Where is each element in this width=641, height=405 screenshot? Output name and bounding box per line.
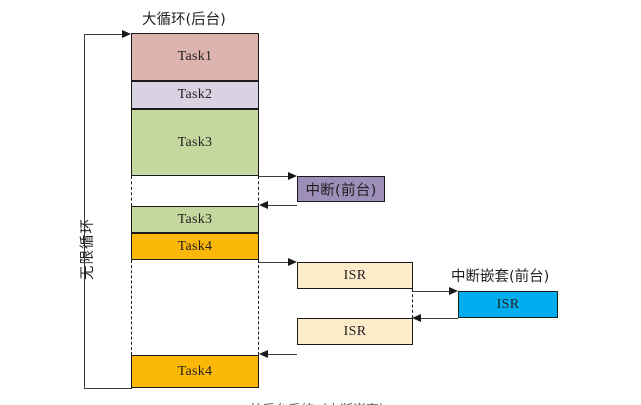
task-box-task4-first[interactable]: Task4 [131, 233, 259, 260]
interrupt-enter-arrowhead [288, 171, 297, 180]
infinite-loop-label: 无限循环 [80, 218, 96, 280]
preempt-gap-1-right-dash [258, 176, 259, 206]
title-nested-interrupt: 中断嵌套(前台) [451, 269, 550, 285]
interrupt-enter-line [259, 176, 292, 177]
preempt-gap-2-right-dash [258, 260, 259, 355]
nested-isr-gap-dash [412, 289, 413, 318]
isr2-return-arrowhead [259, 349, 268, 358]
nested-isr-box[interactable]: ISR [458, 291, 558, 318]
task-box-task1[interactable]: Task1 [131, 33, 259, 81]
isr1-enter-line [259, 262, 292, 263]
task-box-task3-resumed[interactable]: Task3 [131, 206, 259, 233]
interrupt-return-arrowhead [259, 200, 268, 209]
nested-isr-return-arrowhead [412, 313, 421, 322]
interrupt-return-line [264, 205, 297, 206]
nested-isr-enter-arrowhead [449, 286, 458, 295]
isr1-enter-arrowhead [288, 257, 297, 266]
task-box-task2[interactable]: Task2 [131, 81, 259, 109]
isr-box-lower[interactable]: ISR [297, 318, 413, 345]
task-box-task4-resumed[interactable]: Task4 [131, 355, 259, 388]
isr-box-upper[interactable]: ISR [297, 262, 413, 289]
preempt-gap-1-left-dash [131, 176, 132, 206]
preempt-gap-2-left-dash [131, 260, 132, 355]
isr2-return-line [264, 354, 297, 355]
nested-isr-enter-line [413, 291, 453, 292]
loop-top-line [84, 34, 126, 35]
loop-bottom-line [84, 388, 132, 389]
loop-top-arrowhead [122, 29, 131, 38]
loop-spine-line [84, 34, 85, 389]
title-background-loop: 大循环(后台) [142, 12, 226, 28]
bottom-caption: 前后台系统（中断嵌套） [0, 399, 641, 405]
interrupt-box[interactable]: 中断(前台) [297, 176, 385, 202]
nested-isr-return-line [418, 318, 458, 319]
task-box-task3-first[interactable]: Task3 [131, 109, 259, 176]
